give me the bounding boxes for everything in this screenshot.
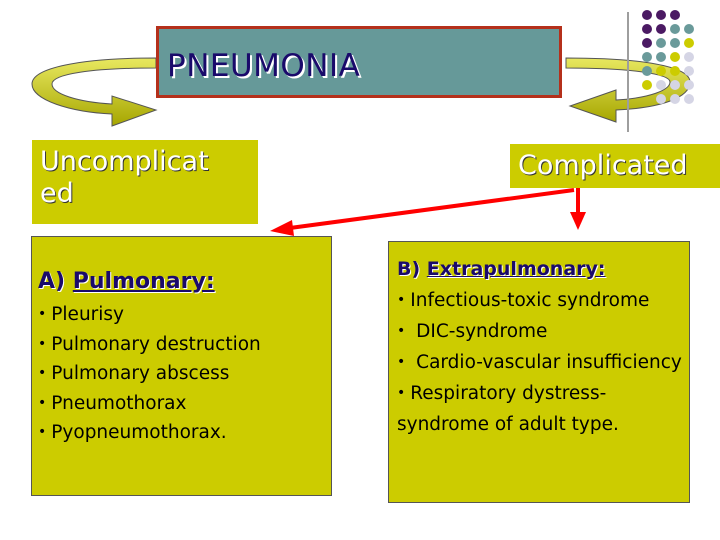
decor-dot bbox=[684, 24, 694, 34]
list-item-text: DIC-syndrome bbox=[410, 321, 548, 342]
list-item-text: Pyopneumothorax. bbox=[51, 422, 227, 443]
list-item: •Pleurisy bbox=[38, 301, 325, 331]
list-item: •Pyopneumothorax. bbox=[38, 419, 325, 449]
bullet-icon: • bbox=[397, 292, 406, 308]
list-item: •Pneumothorax bbox=[38, 390, 325, 420]
list-item-continuation: syndrome of adult type. bbox=[397, 414, 619, 435]
list-item-text: Pulmonary abscess bbox=[51, 363, 230, 384]
decor-dot bbox=[670, 52, 680, 62]
decor-dot bbox=[670, 24, 680, 34]
bullet-icon: • bbox=[38, 365, 47, 381]
list-item-text: Pulmonary destruction bbox=[51, 333, 261, 355]
page-title: PNEUMONIA bbox=[167, 48, 361, 84]
decor-dot bbox=[670, 38, 680, 48]
extrapulmonary-list: •Infectious-toxic syndrome• DIC-syndrome… bbox=[397, 286, 689, 439]
bullet-icon: • bbox=[38, 306, 47, 322]
list-item-text: Pleurisy bbox=[51, 304, 125, 325]
decor-dot bbox=[684, 66, 694, 76]
list-item-text: Cardio-vascular insufficiency bbox=[410, 352, 682, 373]
decor-dot bbox=[642, 80, 652, 90]
decor-dot bbox=[642, 66, 652, 76]
decor-vertical-line bbox=[627, 12, 629, 132]
title-box: PNEUMONIA bbox=[156, 26, 562, 98]
decor-dot bbox=[656, 24, 666, 34]
red-arrowhead-left bbox=[270, 220, 294, 236]
list-item: •Infectious-toxic syndrome bbox=[397, 286, 689, 317]
decor-dot bbox=[642, 24, 652, 34]
decor-dot bbox=[670, 10, 680, 20]
decor-dot bbox=[656, 94, 666, 104]
decor-dot bbox=[670, 94, 680, 104]
decor-dot bbox=[656, 10, 666, 20]
list-item: • Cardio-vascular insufficiency bbox=[397, 348, 689, 379]
extrapulmonary-heading: B) Extrapulmonary: bbox=[397, 256, 689, 282]
decor-dot bbox=[656, 38, 666, 48]
list-item: •Pulmonary destruction bbox=[38, 331, 325, 361]
decor-dot bbox=[684, 52, 694, 62]
decor-dot bbox=[670, 66, 680, 76]
red-arrowhead-down bbox=[570, 212, 586, 230]
list-item-text: Infectious-toxic syndrome bbox=[410, 290, 650, 311]
decor-dot bbox=[656, 66, 666, 76]
decor-dot bbox=[656, 80, 666, 90]
bullet-icon: • bbox=[38, 424, 47, 440]
decor-dot bbox=[684, 80, 694, 90]
extrapulmonary-prefix: B) bbox=[397, 258, 421, 280]
bullet-icon: • bbox=[38, 394, 47, 411]
decor-dot bbox=[642, 10, 652, 20]
decor-dot bbox=[656, 52, 666, 62]
bullet-icon: • bbox=[397, 385, 406, 401]
pulmonary-title: Pulmonary: bbox=[72, 269, 215, 294]
decor-dot bbox=[642, 52, 652, 62]
pulmonary-list: •Pleurisy•Pulmonary destruction•Pulmonar… bbox=[38, 301, 325, 449]
complicated-text: Complicated bbox=[518, 150, 688, 181]
pulmonary-panel: A) Pulmonary: •Pleurisy•Pulmonary destru… bbox=[31, 236, 332, 496]
pulmonary-heading: A) Pulmonary: bbox=[38, 267, 325, 297]
decor-dot bbox=[684, 38, 694, 48]
list-item: •Pulmonary abscess bbox=[38, 360, 325, 390]
complicated-label: Complicated bbox=[510, 144, 720, 188]
decor-dot bbox=[684, 94, 694, 104]
left-curved-arrow bbox=[31, 57, 158, 127]
list-item: •Respiratory dystress- bbox=[397, 379, 689, 410]
extrapulmonary-panel: B) Extrapulmonary: •Infectious-toxic syn… bbox=[388, 241, 690, 503]
bullet-icon: • bbox=[397, 323, 406, 339]
list-item: • DIC-syndrome bbox=[397, 317, 689, 348]
bullet-icon: • bbox=[397, 354, 406, 370]
pulmonary-prefix: A) bbox=[38, 269, 66, 294]
decor-dot bbox=[642, 38, 652, 48]
list-item-text: Respiratory dystress- bbox=[410, 383, 607, 404]
decor-dot bbox=[670, 80, 680, 90]
decor-dot-grid bbox=[642, 10, 720, 114]
list-item-text: Pneumothorax bbox=[51, 392, 187, 414]
extrapulmonary-title: Extrapulmonary: bbox=[426, 258, 606, 280]
bullet-icon: • bbox=[38, 335, 47, 352]
red-arrow-to-pulmonary bbox=[289, 188, 575, 230]
